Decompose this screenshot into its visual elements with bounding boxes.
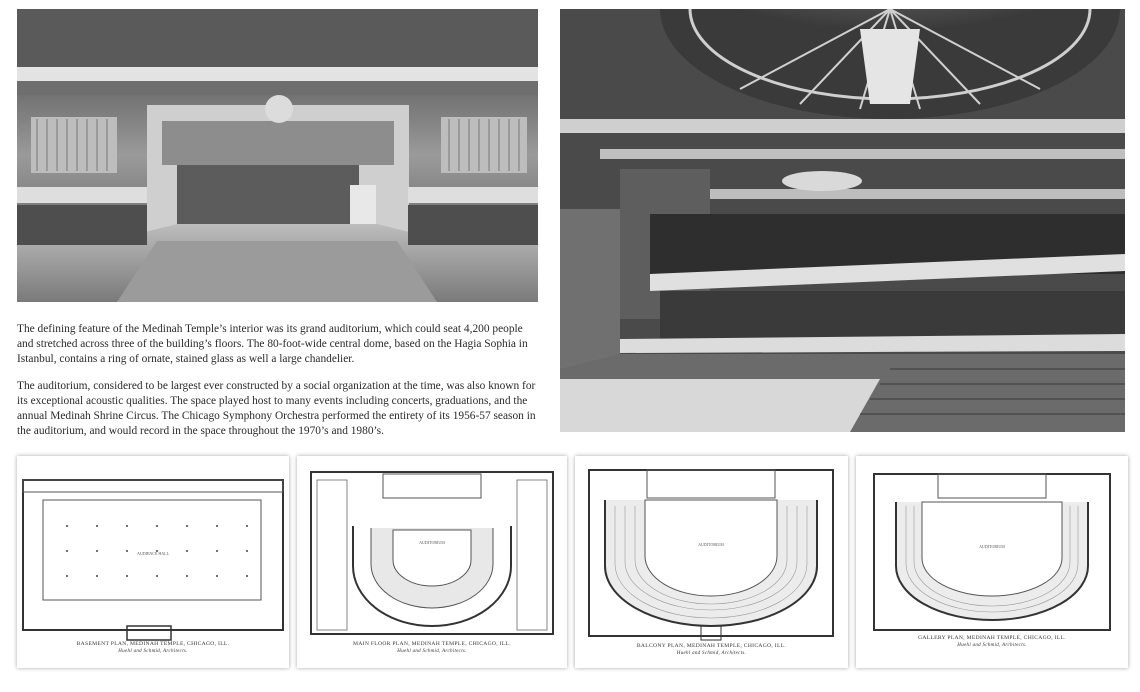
article-paragraph-1: The defining feature of the Medinah Temp… <box>17 323 528 365</box>
balcony-plan: AUDITORIUM BALCONY PLAN, MEDINAH TEMPLE,… <box>575 456 848 668</box>
main-floor-plan-caption: MAIN FLOOR PLAN, MEDINAH TEMPLE, CHICAGO… <box>353 641 511 647</box>
basement-plan: AUDIENCE HALL BASEMENT PLAN, MEDINAH TEM… <box>17 456 289 668</box>
auditorium-photo <box>560 9 1125 432</box>
basement-plan-drawing: AUDIENCE HALL <box>22 479 284 641</box>
main-floor-plan-drawing: AUDITORIUM <box>310 471 554 635</box>
basement-plan-caption: BASEMENT PLAN, MEDINAH TEMPLE, CHICAGO, … <box>76 641 230 647</box>
article-text: The defining feature of the Medinah Temp… <box>17 322 540 452</box>
balcony-plan-architects: Huehl and Schmid, Architects. <box>676 651 747 656</box>
basement-room-label: AUDIENCE HALL <box>137 551 170 556</box>
balcony-plan-drawing: AUDITORIUM <box>588 469 834 641</box>
gallery-plan-drawing: AUDITORIUM <box>873 473 1111 631</box>
main-floor-room-label: AUDITORIUM <box>419 540 445 545</box>
gallery-plan-architects: Huehl and Schmid, Architects. <box>957 643 1027 648</box>
gallery-room-label: AUDITORIUM <box>979 544 1005 549</box>
stage-photo <box>17 9 538 302</box>
balcony-room-label: AUDITORIUM <box>698 542 724 547</box>
main-floor-plan-architects: Huehl and Schmid, Architects. <box>397 649 467 654</box>
basement-plan-architects: Huehl and Schmid, Architects. <box>118 649 188 654</box>
gallery-plan-caption: GALLERY PLAN, MEDINAH TEMPLE, CHICAGO, I… <box>918 635 1066 641</box>
article-paragraph-2: The auditorium, considered to be largest… <box>17 380 536 437</box>
main-floor-plan: AUDITORIUM MAIN FLOOR PLAN, MEDINAH TEMP… <box>297 456 567 668</box>
balcony-plan-caption: BALCONY PLAN, MEDINAH TEMPLE, CHICAGO, I… <box>636 643 787 649</box>
gallery-plan: AUDITORIUM GALLERY PLAN, MEDINAH TEMPLE,… <box>856 456 1128 668</box>
